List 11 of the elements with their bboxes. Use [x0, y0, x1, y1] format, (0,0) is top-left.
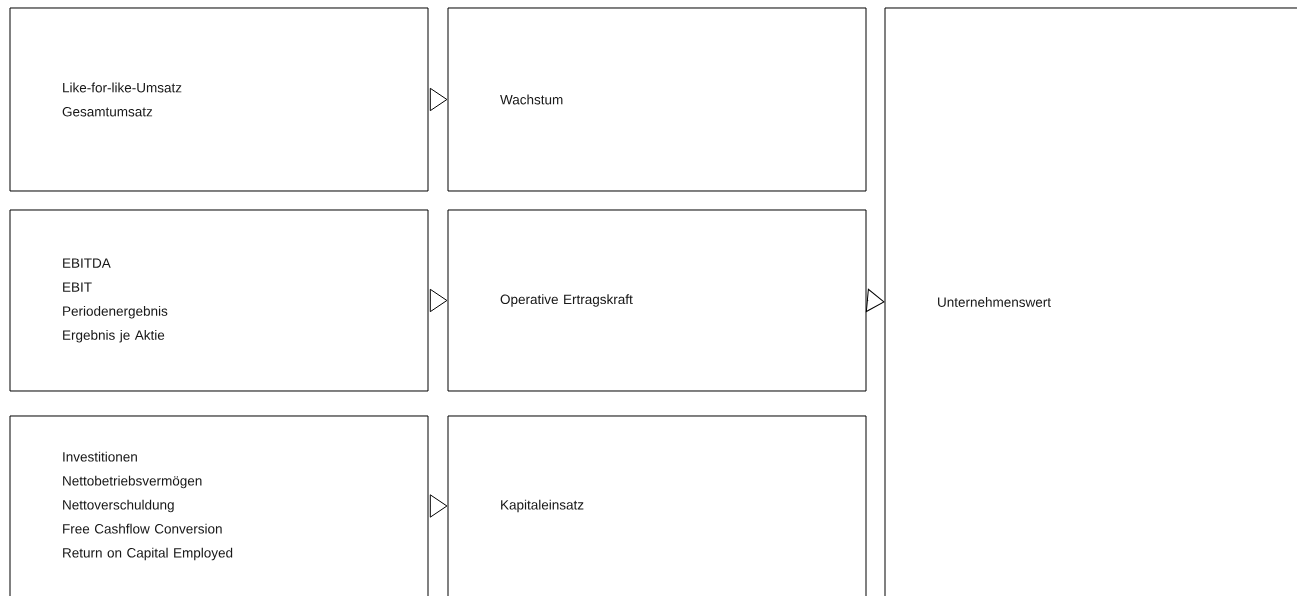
- box: Wachstum: [447, 7, 867, 192]
- arrow: [429, 87, 448, 112]
- arrow: [865, 288, 885, 313]
- box: Operative Ertragskraft: [447, 209, 867, 392]
- box: Investitionen Nettobetriebsvermögen Nettoverschuldung Free Cashflow Conversion Return on Capital Employed: [9, 415, 429, 596]
- arrow: [429, 288, 448, 313]
- box: EBITDA EBIT Periodenergebnis Ergebnis je Aktie: [9, 209, 429, 392]
- arrow: [429, 494, 448, 518]
- box: Like-for-like-Umsatz Gesamtumsatz: [9, 7, 429, 192]
- box: Kapitaleinsatz: [447, 415, 867, 596]
- box: Unternehmenswert: [884, 7, 1297, 596]
